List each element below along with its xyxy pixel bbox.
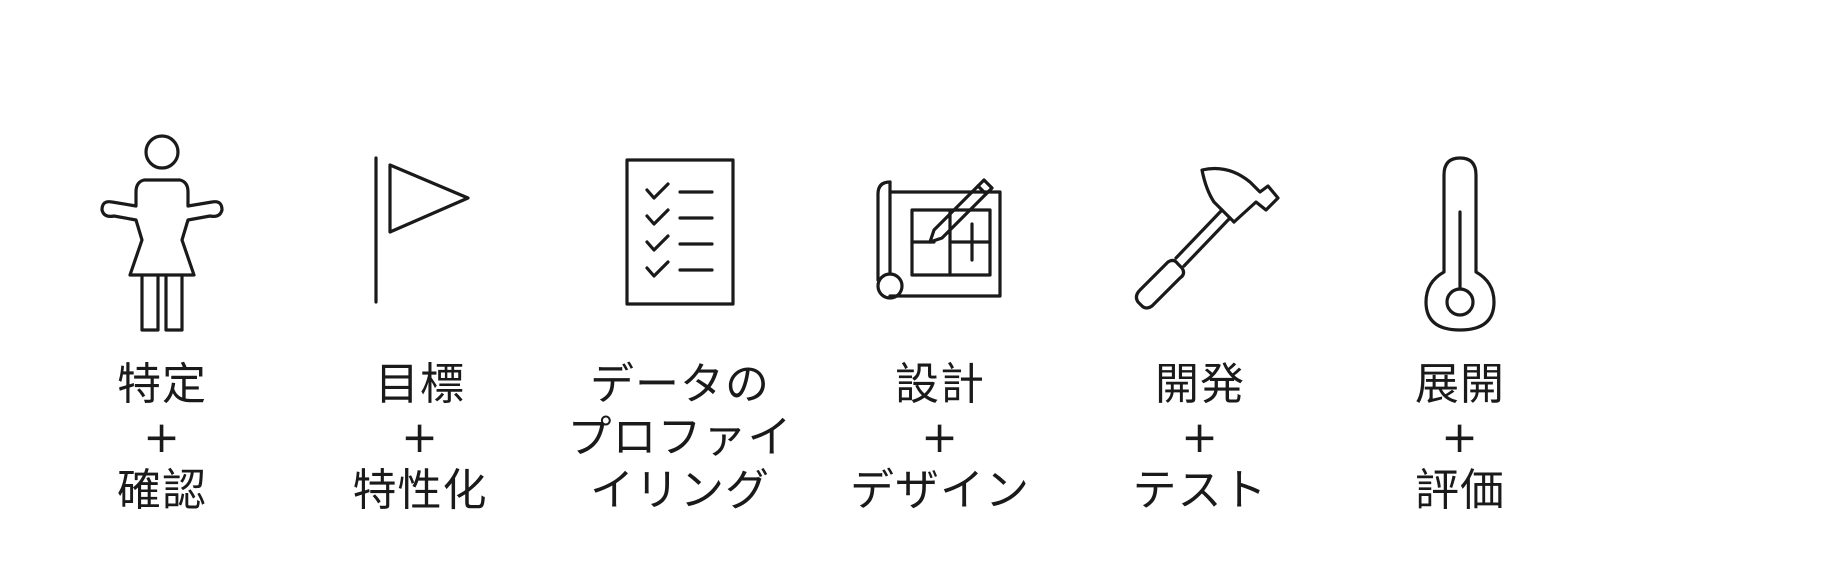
step-label: 特定 + 確認 (117, 359, 207, 516)
blueprint-pencil-icon (850, 130, 1030, 350)
checklist-icon (590, 130, 770, 350)
step-goal-characterize: 目標 + 特性化 (300, 0, 540, 576)
step-deploy-evaluate: 展開 + 評価 (1340, 0, 1580, 576)
step-develop-test: 開発 + テスト (1080, 0, 1320, 576)
thermometer-icon (1370, 130, 1550, 350)
hammer-icon (1110, 130, 1290, 350)
step-label: 開発 + テスト (1132, 359, 1268, 516)
flag-icon (330, 130, 510, 350)
step-label: 設計 + デザイン (850, 359, 1030, 516)
step-label: データの プロファイ イリング (567, 359, 793, 516)
step-design: 設計 + デザイン (820, 0, 1060, 576)
step-identify-confirm: 特定 + 確認 (42, 0, 282, 576)
step-data-profiling: データの プロファイ イリング (560, 0, 800, 576)
person-shrug-icon (72, 130, 252, 350)
step-label: 目標 + 特性化 (352, 359, 488, 516)
step-label: 展開 + 評価 (1415, 359, 1505, 516)
